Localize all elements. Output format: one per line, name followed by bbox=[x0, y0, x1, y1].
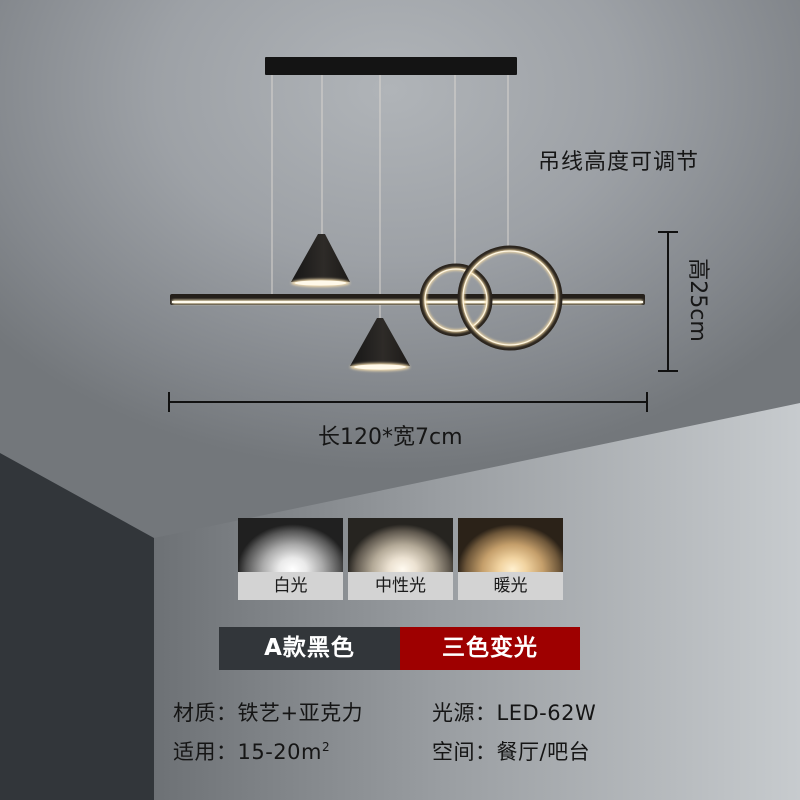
spec-value: 铁艺+亚克力 bbox=[237, 701, 364, 725]
adjustable-height-note: 吊线高度可调节 bbox=[538, 150, 700, 175]
spec-light-source: 光源：LED-62W bbox=[432, 697, 596, 727]
height-dimension-line bbox=[667, 231, 669, 372]
spec-value: 15-20m bbox=[237, 740, 322, 764]
height-dimension-tick-top bbox=[658, 231, 678, 233]
light-mode-warm: 暖光 bbox=[458, 518, 563, 600]
light-mode-label: 中性光 bbox=[348, 572, 453, 600]
white-light-preview bbox=[238, 518, 343, 572]
size-label: 长120*宽7cm bbox=[318, 425, 463, 450]
suspension-wires bbox=[271, 75, 509, 318]
cone-pendant-1 bbox=[291, 234, 350, 287]
width-dimension-tick-left bbox=[168, 392, 170, 412]
light-mode-white: 白光 bbox=[238, 518, 343, 600]
cone-pendant-2 bbox=[350, 318, 410, 371]
canopy bbox=[265, 57, 517, 75]
width-dimension-tick-right bbox=[646, 392, 648, 412]
width-dimension-line bbox=[169, 401, 648, 403]
spec-value: LED-62W bbox=[496, 701, 597, 725]
spec-sup: 2 bbox=[321, 740, 331, 754]
height-dimension-tick-bottom bbox=[658, 370, 678, 372]
light-mode-neutral: 中性光 bbox=[348, 518, 453, 600]
spec-space: 空间：餐厅/吧台 bbox=[432, 736, 590, 766]
neutral-light-preview bbox=[348, 518, 453, 572]
linear-bar bbox=[170, 294, 645, 305]
small-ring bbox=[419, 263, 493, 337]
side-wall bbox=[0, 453, 154, 800]
height-label: 高25cm bbox=[685, 258, 710, 342]
large-ring bbox=[457, 245, 563, 351]
warm-light-preview bbox=[458, 518, 563, 572]
spec-key: 材质： bbox=[173, 701, 238, 725]
spec-value: 餐厅/吧台 bbox=[496, 740, 591, 764]
light-type-badge: 三色变光 bbox=[400, 627, 580, 670]
back-wall bbox=[154, 403, 800, 800]
spec-key: 适用： bbox=[173, 740, 238, 764]
style-badge: A款黑色 bbox=[219, 627, 400, 670]
spec-material: 材质：铁艺+亚克力 bbox=[173, 697, 363, 727]
spec-key: 空间： bbox=[432, 740, 497, 764]
spec-area: 适用：15-20m2 bbox=[173, 736, 330, 766]
light-mode-label: 白光 bbox=[238, 572, 343, 600]
spec-key: 光源： bbox=[432, 701, 497, 725]
light-mode-label: 暖光 bbox=[458, 572, 563, 600]
